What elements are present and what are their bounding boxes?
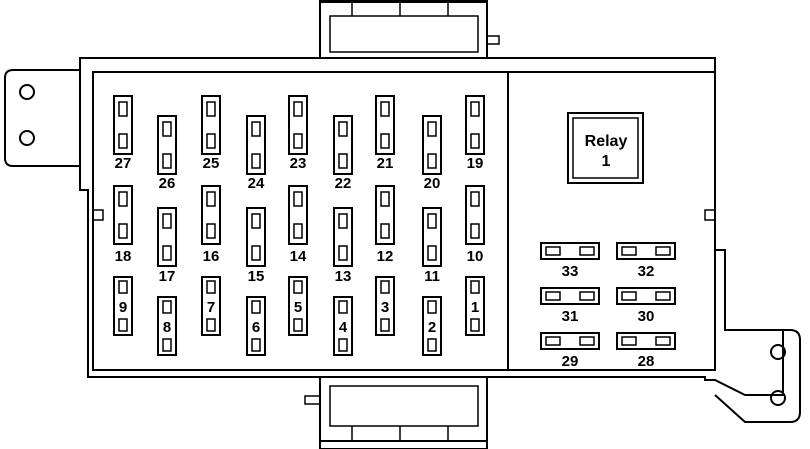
- top-connector: [319, 1, 488, 59]
- fuse-32: 32: [616, 242, 676, 280]
- fuse-26: 26: [157, 115, 177, 192]
- fuse-24: 24: [246, 115, 266, 192]
- relay-1: Relay 1: [567, 112, 644, 184]
- fuse-label: 22: [335, 175, 352, 192]
- right-mount-hole-bottom: [770, 390, 786, 406]
- fuse-label: 16: [203, 248, 220, 265]
- fuse-3: 3: [375, 276, 395, 336]
- fuse-label: 2: [428, 319, 436, 336]
- relay-title: Relay: [585, 133, 628, 150]
- fuse-23: 23: [288, 95, 308, 172]
- fuse-panel-right: [507, 71, 716, 371]
- fuse-label: 17: [159, 268, 176, 285]
- fuse-label: 13: [335, 268, 352, 285]
- left-mount-hole-bottom: [19, 130, 35, 146]
- fuse-10: 10: [465, 185, 485, 265]
- fuse-label: 32: [638, 263, 655, 280]
- fuse-12: 12: [375, 185, 395, 265]
- fuse-4: 4: [333, 296, 353, 356]
- fuse-label: 1: [471, 299, 479, 316]
- fuse-label: 21: [377, 155, 394, 172]
- fuse-label: 25: [203, 155, 220, 172]
- fuse-group: 2726252423222120191817161514131211109876…: [113, 95, 485, 356]
- fuse-label: 28: [638, 353, 655, 370]
- fuse-19: 19: [465, 95, 485, 172]
- fuse-label: 10: [467, 248, 484, 265]
- fuse-5: 5: [288, 276, 308, 336]
- fuse-label: 3: [381, 299, 389, 316]
- fuse-33: 33: [540, 242, 600, 280]
- housing-outline: [79, 0, 784, 449]
- relay-number: 1: [602, 153, 611, 170]
- fuse-11: 11: [422, 207, 442, 285]
- horizontal-fuse-group: 33 32 31 30 29 28: [540, 242, 676, 370]
- left-mount-bracket: [4, 69, 80, 167]
- fuse-21: 21: [375, 95, 395, 172]
- fuse-label: 8: [163, 319, 171, 336]
- fuse-label: 11: [424, 268, 440, 285]
- fuse-14: 14: [288, 185, 308, 265]
- fuse-2: 2: [422, 296, 442, 356]
- left-mount-hole-top: [19, 84, 35, 100]
- fuse-16: 16: [201, 185, 221, 265]
- fuse-label: 4: [339, 319, 348, 336]
- fuse-label: 5: [294, 299, 302, 316]
- fuse-label: 27: [115, 155, 132, 172]
- fuse-label: 6: [252, 319, 260, 336]
- fuse-label: 19: [467, 155, 484, 172]
- fuse-label: 23: [290, 155, 307, 172]
- fuse-label: 26: [159, 175, 176, 192]
- fuse-25: 25: [201, 95, 221, 172]
- fuse-28: 28: [616, 332, 676, 370]
- fuse-label: 24: [248, 175, 265, 192]
- fuse-20: 20: [422, 115, 442, 192]
- fuse-17: 17: [157, 207, 177, 285]
- right-mount-bracket: [714, 329, 801, 423]
- fuse-7: 7: [201, 276, 221, 336]
- bottom-connector: [319, 376, 488, 442]
- fuse-18: 18: [113, 185, 133, 265]
- right-mount-hole-top: [770, 344, 786, 360]
- fuse-22: 22: [333, 115, 353, 192]
- fuse-6: 6: [246, 296, 266, 356]
- fuse-29: 29: [540, 332, 600, 370]
- fuse-label: 33: [562, 263, 579, 280]
- fuse-label: 30: [638, 308, 655, 325]
- fuse-label: 29: [562, 353, 579, 370]
- fuse-label: 7: [207, 299, 215, 316]
- fuse-30: 30: [616, 287, 676, 325]
- fuse-15: 15: [246, 207, 266, 285]
- fuse-label: 18: [115, 248, 132, 265]
- fuse-label: 15: [248, 268, 265, 285]
- fuse-label: 20: [424, 175, 441, 192]
- fuse-13: 13: [333, 207, 353, 285]
- fuse-9: 9: [113, 276, 133, 336]
- fuse-27: 27: [113, 95, 133, 172]
- fuse-label: 31: [562, 308, 579, 325]
- fuse-label: 12: [377, 248, 394, 265]
- fuse-label: 14: [290, 248, 307, 265]
- fuse-1: 1: [465, 276, 485, 336]
- fuse-8: 8: [157, 296, 177, 356]
- fuse-label: 9: [119, 299, 127, 316]
- fuse-31: 31: [540, 287, 600, 325]
